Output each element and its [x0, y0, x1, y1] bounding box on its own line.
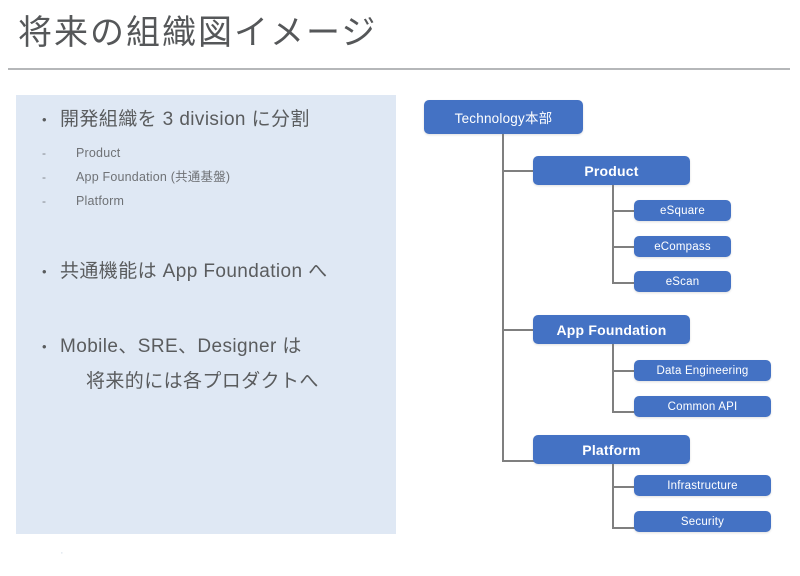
org-node-team-escan[interactable]: eScan [634, 271, 731, 292]
bullet-label: Mobile、SRE、Designer は [60, 336, 302, 357]
sub-bullet-label: Product [76, 146, 121, 160]
bullet-item: • Mobile、SRE、Designer は [42, 334, 302, 360]
connector-trunk-product [612, 185, 614, 273]
connector-trunk-app-foundation [612, 344, 614, 413]
org-node-label: Platform [582, 441, 641, 458]
org-node-label: Common API [667, 400, 738, 413]
sub-bullet-marker: - [42, 170, 46, 184]
title-divider [8, 68, 790, 70]
org-node-division-app-foundation[interactable]: App Foundation [533, 315, 690, 344]
connector-platform-to-infrastructure [612, 486, 636, 488]
empty-bullet-marker: · [60, 547, 64, 559]
connector-af-to-common-api [612, 411, 636, 413]
connector-root-to-app-foundation [502, 329, 535, 331]
org-node-root[interactable]: Technology本部 [424, 100, 583, 134]
org-node-label: eCompass [654, 240, 711, 253]
org-node-team-esquare[interactable]: eSquare [634, 200, 731, 221]
org-node-team-security[interactable]: Security [634, 511, 771, 532]
org-node-label: Security [680, 515, 725, 528]
sub-bullet-item: - Product [42, 143, 120, 164]
connector-product-to-ecompass [612, 246, 636, 248]
bullet-label: 共通機能は App Foundation へ [60, 261, 328, 282]
bullet-marker: • [42, 339, 47, 354]
bullet-item: • 共通機能は App Foundation へ [42, 259, 328, 285]
page-title: 将来の組織図イメージ [18, 14, 378, 52]
org-node-label: App Foundation [556, 321, 667, 338]
bullet-label-line2: 将来的には各プロダクトへ [86, 371, 319, 392]
connector-root-to-platform [502, 460, 535, 462]
org-node-label: eScan [665, 275, 700, 288]
org-node-label: Data Engineering [656, 364, 749, 377]
org-node-label: Technology本部 [454, 111, 553, 126]
bullet-marker: • [42, 264, 47, 279]
bullet-item: • 開発組織を 3 division に分割 [42, 107, 310, 133]
bullet-label: 開発組織を 3 division に分割 [60, 109, 310, 130]
org-node-team-data-engineering[interactable]: Data Engineering [634, 360, 771, 381]
org-node-label: eSquare [660, 204, 705, 217]
left-content-panel: • 開発組織を 3 division に分割 - Product - App F… [16, 95, 396, 559]
connector-platform-to-security [612, 527, 636, 529]
org-node-team-infrastructure[interactable]: Infrastructure [634, 475, 771, 496]
connector-root-to-product [502, 170, 535, 172]
connector-af-to-data-engineering [612, 370, 636, 372]
sub-bullet-label: Platform [76, 194, 125, 208]
sub-bullet-item: - Platform [42, 191, 124, 212]
connector-trunk-product-tail [612, 273, 614, 283]
org-node-label: Infrastructure [667, 479, 738, 492]
sub-bullet-label: App Foundation (共通基盤) [76, 170, 231, 184]
org-node-division-product[interactable]: Product [533, 156, 690, 185]
connector-product-to-escan [612, 282, 636, 284]
org-node-division-platform[interactable]: Platform [533, 435, 690, 464]
bullet-marker: • [42, 112, 47, 127]
sub-bullet-marker: - [42, 146, 46, 160]
org-node-team-common-api[interactable]: Common API [634, 396, 771, 417]
org-node-team-ecompass[interactable]: eCompass [634, 236, 731, 257]
connector-product-to-esquare [612, 210, 636, 212]
connector-trunk-platform [612, 464, 614, 529]
sub-bullet-item: - App Foundation (共通基盤) [42, 167, 230, 188]
sub-bullet-marker: - [42, 194, 46, 208]
connector-trunk-main [502, 134, 504, 461]
org-node-label: Product [584, 162, 639, 179]
